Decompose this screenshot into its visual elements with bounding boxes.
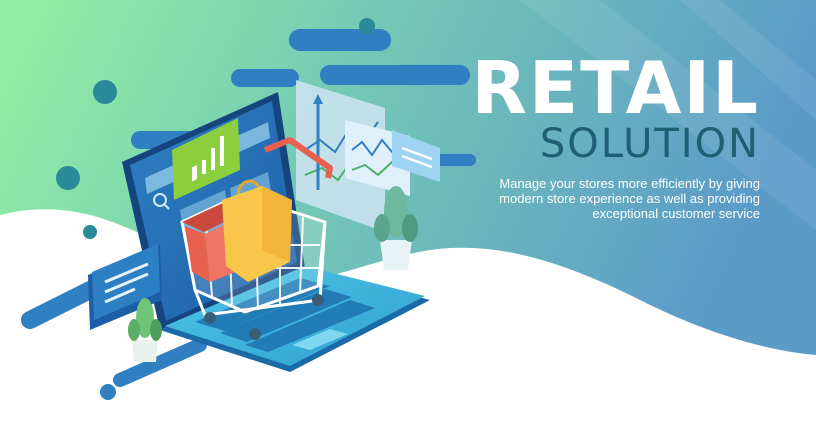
shopping-bag-icon: [222, 179, 292, 282]
description-line: Manage your stores more efficiently by g…: [499, 176, 760, 191]
hero-description: Manage your stores more efficiently by g…: [460, 176, 760, 221]
description-line: exceptional customer service: [592, 206, 760, 221]
magnifier-icon: [153, 193, 170, 210]
hero-title: RETAIL: [471, 46, 760, 130]
plant-icon: [128, 298, 162, 362]
bar-chart-icon: [172, 118, 240, 200]
hero-subtitle: SOLUTION: [539, 121, 760, 167]
description-line: modern store experience as well as provi…: [499, 191, 760, 206]
chat-card-icon: [88, 244, 162, 330]
chat-card-icon: [392, 130, 440, 182]
hero-text: RETAIL SOLUTION Manage your stores more …: [460, 52, 760, 221]
plant-icon: [374, 186, 418, 270]
